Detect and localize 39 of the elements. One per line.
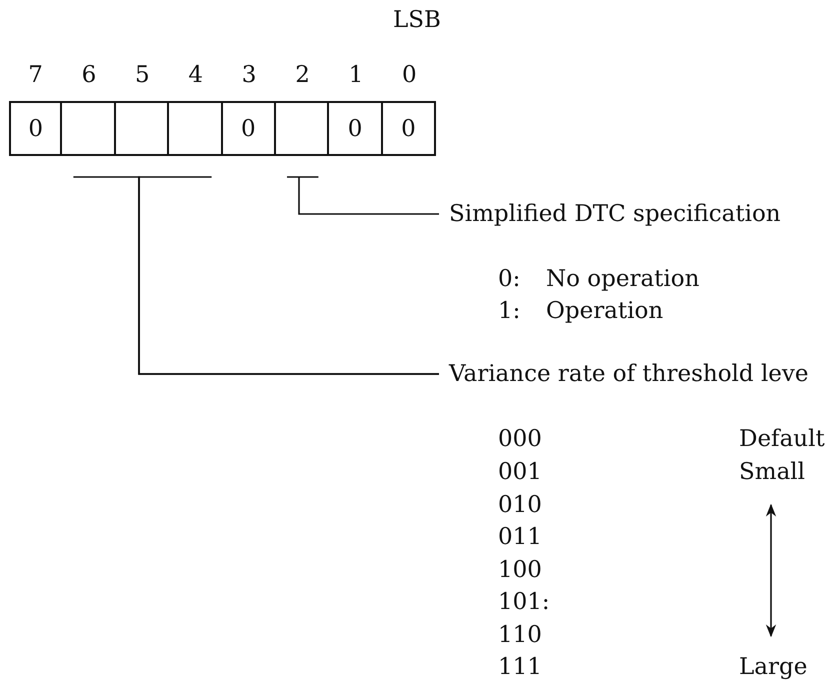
option-code: 011 [498, 525, 542, 549]
option-meaning: Operation [546, 299, 664, 323]
register-bit-cell [9, 101, 62, 156]
bit-number: 4 [188, 63, 204, 87]
bit-number: 7 [28, 63, 43, 87]
option-meaning: Large [739, 655, 808, 679]
bit-value: 0 [348, 116, 362, 142]
bit-value: 0 [28, 116, 44, 142]
register-bit-cell [220, 101, 276, 156]
register-bit-cell [60, 101, 116, 156]
bit-value: 0 [401, 116, 416, 142]
register-label: LSB [393, 8, 441, 32]
bit-number: 2 [295, 63, 310, 87]
register-bit-cell [380, 101, 436, 156]
bit-number: 3 [242, 63, 256, 87]
field-description: Variance rate of threshold leve [449, 362, 809, 386]
leader-line [286, 176, 440, 215]
register-bit-cell [114, 101, 170, 156]
option-code: 111 [498, 655, 542, 679]
option-code: 001 [498, 460, 542, 484]
option-code: 110 [498, 623, 542, 647]
option-code: 000 [498, 427, 542, 451]
option-meaning: Default [739, 427, 825, 451]
register-bit-cell [327, 101, 383, 156]
bit-number: 5 [135, 63, 150, 87]
option-code: 1: [498, 299, 520, 323]
option-code: 010 [498, 493, 542, 517]
option-code: 100 [498, 558, 542, 582]
register-bit-cell [167, 101, 223, 156]
option-code: 0: [498, 267, 520, 291]
bit-number: 1 [348, 63, 364, 87]
bit-value: 0 [240, 116, 256, 142]
field-description: Simplified DTC specification [449, 202, 781, 226]
option-meaning: Small [739, 460, 805, 484]
register-bit-cell [274, 101, 330, 156]
bit-number: 6 [82, 63, 96, 87]
option-meaning: No operation [546, 267, 700, 291]
option-code: 101: [498, 590, 550, 614]
bit-number: 0 [402, 63, 417, 87]
